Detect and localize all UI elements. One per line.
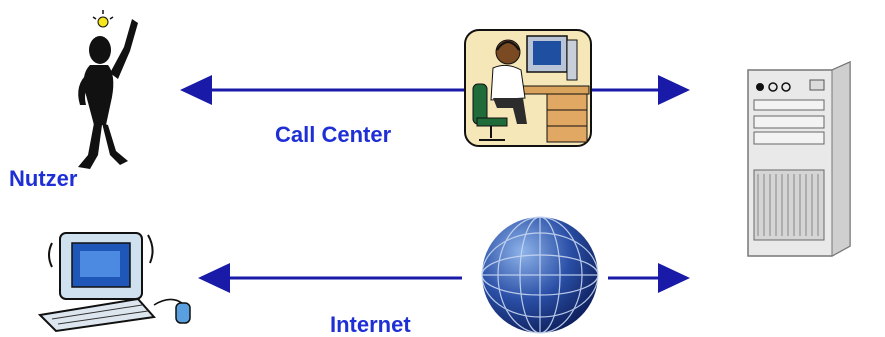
label-call-center: Call Center <box>275 122 392 147</box>
arrow-callcenter-to-server <box>590 75 690 105</box>
arrow-user-to-callcenter <box>180 75 470 105</box>
server-tower-icon <box>747 60 851 257</box>
person-with-idea-icon <box>78 10 138 169</box>
desktop-computer-icon <box>37 232 191 333</box>
arrow-internet-to-server <box>608 263 690 293</box>
label-user: Nutzer <box>9 166 78 191</box>
label-internet: Internet <box>330 312 411 337</box>
call-center-agent-icon <box>464 29 592 147</box>
globe-icon <box>481 216 599 334</box>
arrow-computer-to-internet <box>198 263 462 293</box>
light-bulb-icon <box>92 10 114 28</box>
